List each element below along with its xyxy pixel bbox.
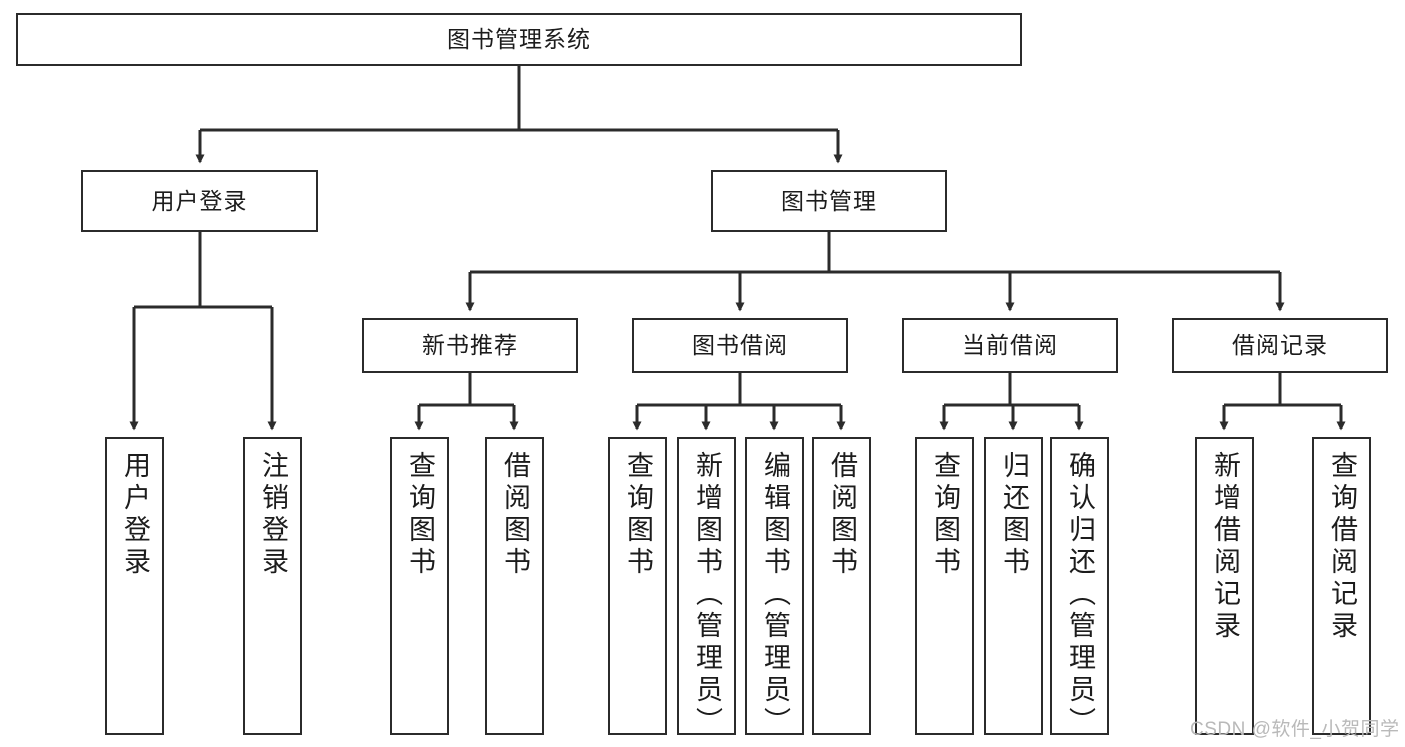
leaf-add-book-admin[interactable]: 新增图书（管理员）	[677, 437, 736, 739]
node-label: 图书管理	[781, 187, 877, 214]
node-label: 新增图书（管理员）	[692, 451, 722, 739]
node-label: 用户登录	[151, 187, 248, 214]
leaf-return-books[interactable]: 归还图书	[984, 437, 1043, 735]
node-label: 注销登录	[258, 451, 288, 579]
leaf-user-login[interactable]: 用户登录	[105, 437, 164, 735]
leaf-logout[interactable]: 注销登录	[243, 437, 302, 735]
node-label: 查询图书	[930, 451, 960, 579]
leaf-add-borrow-record[interactable]: 新增借阅记录	[1195, 437, 1254, 735]
leaf-query-books-current[interactable]: 查询图书	[915, 437, 974, 735]
node-label: 确认归还（管理员）	[1065, 451, 1095, 739]
node-label: 借阅图书	[827, 451, 857, 579]
node-label: 图书管理系统	[447, 26, 591, 53]
node-label: 查询图书	[405, 451, 435, 579]
node-root-book-management-system[interactable]: 图书管理系统	[16, 13, 1022, 66]
node-label: 查询图书	[623, 451, 653, 579]
leaf-query-books-newbook[interactable]: 查询图书	[390, 437, 449, 735]
node-label: 借阅记录	[1232, 332, 1328, 359]
node-book-borrowing[interactable]: 图书借阅	[632, 318, 848, 373]
node-label: 借阅图书	[500, 451, 530, 579]
node-current-borrowing[interactable]: 当前借阅	[902, 318, 1118, 373]
node-label: 用户登录	[120, 451, 150, 579]
leaf-borrow-books-newbook[interactable]: 借阅图书	[485, 437, 544, 735]
node-new-book-recommendation[interactable]: 新书推荐	[362, 318, 578, 373]
leaf-edit-book-admin[interactable]: 编辑图书（管理员）	[745, 437, 804, 739]
leaf-query-borrow-record[interactable]: 查询借阅记录	[1312, 437, 1371, 735]
node-label: 编辑图书（管理员）	[760, 451, 790, 739]
node-book-management[interactable]: 图书管理	[711, 170, 947, 232]
leaf-query-books-borrow[interactable]: 查询图书	[608, 437, 667, 735]
node-label: 归还图书	[999, 451, 1029, 579]
leaf-borrow-books-borrow[interactable]: 借阅图书	[812, 437, 871, 735]
node-user-login[interactable]: 用户登录	[81, 170, 318, 232]
node-label: 新书推荐	[422, 332, 518, 359]
node-label: 图书借阅	[692, 332, 788, 359]
node-label: 新增借阅记录	[1210, 451, 1240, 643]
csdn-watermark: CSDN @软件_小贺同学	[1190, 719, 1400, 740]
leaf-confirm-return-admin[interactable]: 确认归还（管理员）	[1050, 437, 1109, 739]
node-label: 当前借阅	[962, 332, 1058, 359]
node-borrowing-records[interactable]: 借阅记录	[1172, 318, 1388, 373]
node-label: 查询借阅记录	[1327, 451, 1357, 643]
